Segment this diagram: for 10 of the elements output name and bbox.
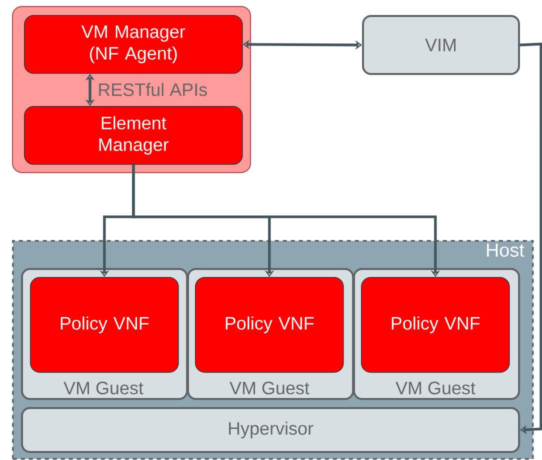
component-box: Hypervisor: [21, 407, 520, 453]
connector-arrow: [520, 42, 542, 434]
component-box: Policy VNF: [361, 277, 510, 373]
component-box: VM Manager (NF Agent): [24, 15, 243, 74]
component-box: Policy VNF: [195, 277, 344, 373]
edge-label: RESTful APIs: [96, 82, 209, 98]
connector-arrow: [132, 164, 440, 277]
component-box: Element Manager: [24, 106, 243, 165]
component-box: Policy VNF: [30, 277, 179, 373]
component-box: VIM: [362, 15, 520, 75]
